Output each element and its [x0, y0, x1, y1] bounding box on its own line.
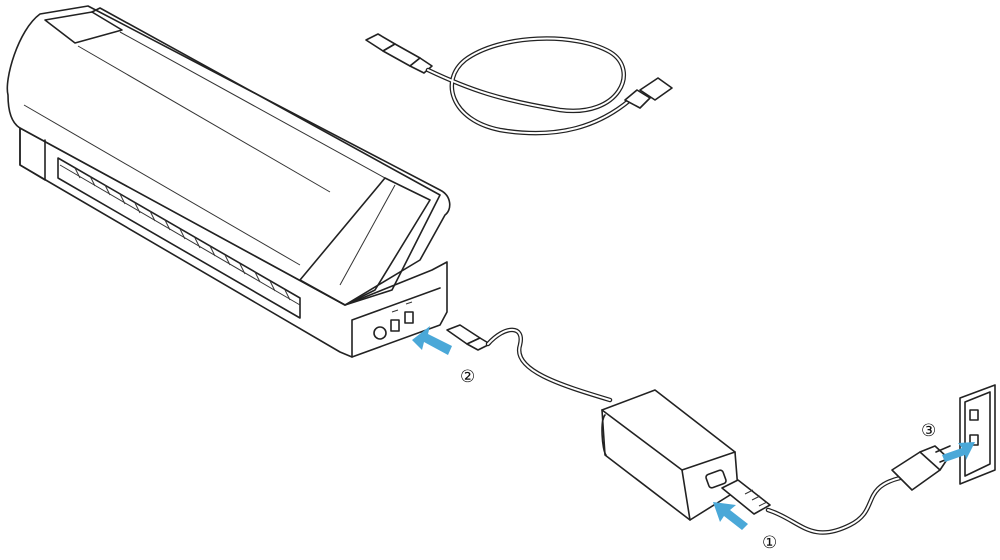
- outlet-slot-upper: [969, 409, 979, 421]
- adapter-body: [601, 389, 739, 521]
- step-1-marker: ①: [762, 533, 777, 553]
- arrow-icon: [412, 326, 452, 355]
- machine-top-cover: [6, 5, 451, 306]
- ac-power-cord: [721, 445, 956, 535]
- step-2-arrow: [412, 326, 452, 355]
- paper-slot: [57, 157, 301, 319]
- step-3-marker: ③: [921, 421, 936, 441]
- adapter-inlet: [705, 469, 727, 489]
- machine-lid-panel: [44, 11, 123, 44]
- feed-rollers: [74, 167, 291, 301]
- ac-adapter: [446, 324, 739, 521]
- usb-port: [390, 319, 400, 332]
- dc-in-port: [404, 311, 414, 324]
- arrow-icon: [942, 442, 975, 462]
- outlet-slot-lower: [969, 434, 979, 446]
- step-3-arrow: [942, 442, 975, 462]
- ac-plug: [891, 451, 941, 491]
- wall-outlet: [959, 384, 996, 485]
- cutting-machine: [6, 5, 451, 358]
- machine-base: [19, 127, 448, 358]
- power-button: [373, 326, 387, 340]
- arrow-icon: [713, 502, 748, 530]
- machine-side-panel: [351, 287, 441, 358]
- usb-cable: [365, 33, 673, 136]
- step-1-arrow: [713, 502, 748, 530]
- step-2-marker: ②: [460, 367, 475, 387]
- machine-front-lid-edge: [91, 7, 441, 306]
